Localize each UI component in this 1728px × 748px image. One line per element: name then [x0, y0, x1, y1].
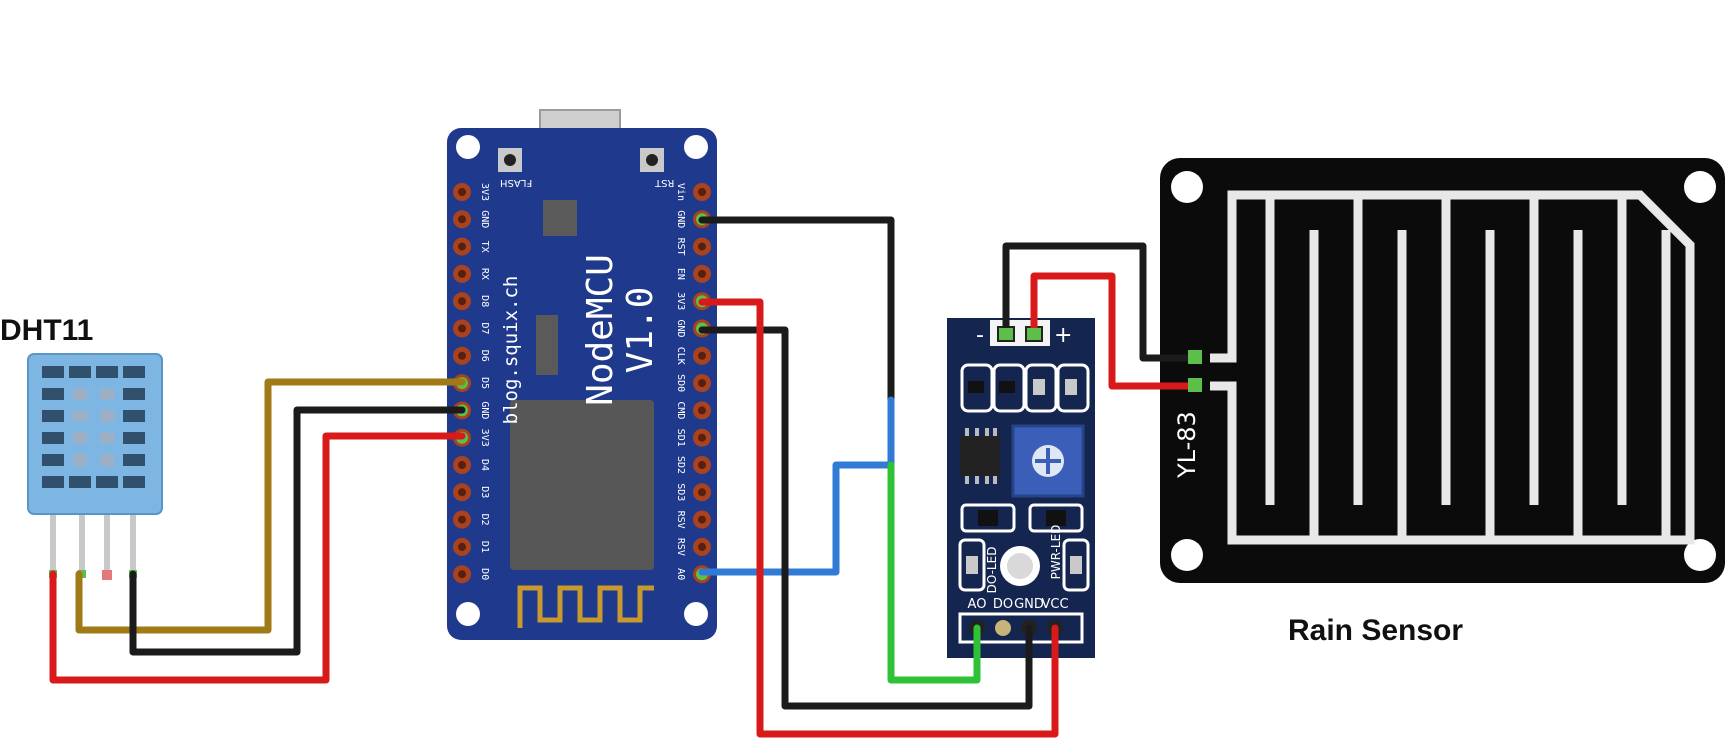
pin-label-left-5: D7 [479, 322, 490, 334]
pin-label-right-10: SD2 [675, 456, 686, 474]
pin-label-right-12: RSV [675, 511, 686, 529]
board-title-text: NodeMCU [580, 254, 621, 406]
pin-label-right-2: RST [675, 238, 686, 256]
yl83-label: YL-83 [1173, 411, 1201, 479]
wire-module-plus [1030, 272, 1199, 390]
wire-a0-green [887, 461, 981, 684]
rain-sensor-board: YL-83 [1160, 158, 1725, 583]
pwr-led-label: PWR-LED [1049, 525, 1063, 580]
pin-label-right-4: 3V3 [675, 292, 686, 310]
pin-label-right-1: GND [675, 210, 686, 228]
pin-label-left-11: D3 [479, 486, 490, 498]
rain-sensor-traces [1210, 190, 1695, 545]
wire-dht-data [75, 378, 466, 634]
pin-label-left-0: 3V3 [479, 183, 490, 201]
wires [49, 216, 1199, 738]
dht11-grille [42, 366, 145, 488]
pin-label-left-9: 3V3 [479, 429, 490, 447]
module-minus-label: - [976, 323, 984, 348]
wire-gnd-top [698, 216, 895, 404]
pin-label-right-8: CMD [675, 401, 686, 419]
pin-label-right-6: CLK [675, 347, 686, 365]
flash-label: FLASH [500, 177, 532, 188]
pin-label-right-5: GND [675, 319, 686, 337]
wire-dht-vcc [49, 432, 466, 684]
pin-label-right-7: SD0 [675, 374, 686, 392]
wire-dht-gnd [129, 406, 466, 656]
module-pin-label-0: AO [968, 597, 987, 612]
pin-label-left-14: D0 [479, 568, 490, 580]
pin-label-right-14: A0 [675, 568, 686, 580]
wire-module-minus [1002, 242, 1199, 362]
pin-label-left-12: D2 [479, 514, 490, 526]
wire-a0-blue [698, 396, 895, 576]
pin-label-left-8: GND [479, 401, 490, 419]
nodemcu-board: FLASH RST blog.squix.ch NodeMCU V1.0 3V3… [447, 109, 717, 640]
pin-label-right-3: EN [675, 268, 686, 280]
board-version-text: V1.0 [620, 287, 661, 374]
pin-label-left-10: D4 [479, 459, 490, 471]
rst-label: RST [654, 177, 674, 188]
pin-label-left-2: TX [479, 241, 490, 253]
wire-vcc-module [698, 298, 1059, 738]
pin-label-right-13: RSV [675, 538, 686, 556]
pin-label-left-7: D5 [479, 377, 490, 389]
pin-label-right-0: Vin [675, 183, 686, 201]
module-plus-label: + [1054, 323, 1072, 348]
pin-label-left-6: D6 [479, 350, 490, 362]
module-pin-label-2: GND [1014, 597, 1044, 612]
module-pin-label-1: DO [993, 597, 1013, 612]
pin-label-left-4: D8 [479, 295, 490, 307]
rain-sensor-label: Rain Sensor [1288, 614, 1463, 647]
pin-label-right-9: SD1 [675, 429, 686, 447]
dht11-sensor [27, 353, 163, 580]
dht11-label: DHT11 [0, 314, 93, 347]
board-site-text: blog.squix.ch [500, 276, 522, 425]
pin-label-left-1: GND [479, 210, 490, 228]
pin-label-left-3: RX [479, 268, 490, 280]
module-pin-label-3: VCC [1041, 597, 1068, 612]
do-led-label: DO-LED [985, 547, 999, 594]
pin-label-right-11: SD3 [675, 483, 686, 501]
nodemcu-right-header: VinGNDRSTEN3V3GNDCLKSD0CMDSD1SD2SD3RSVRS… [456, 183, 711, 584]
pin-label-left-13: D1 [479, 541, 490, 553]
